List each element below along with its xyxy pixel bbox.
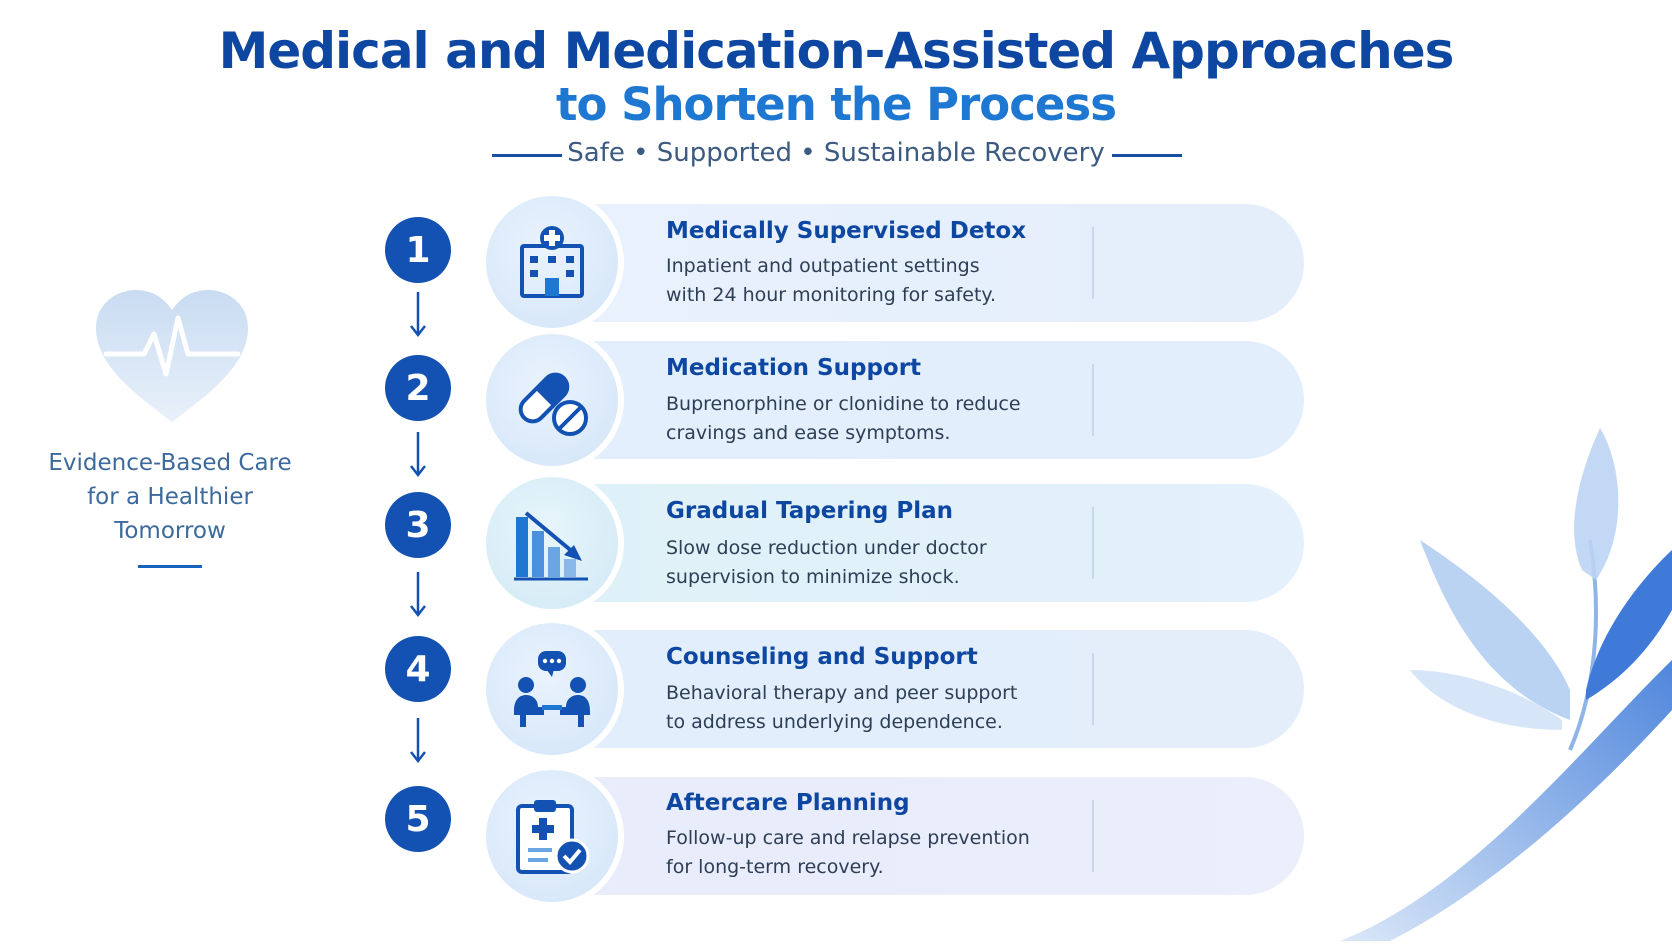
step-title-3: Gradual Tapering Plan	[666, 498, 954, 524]
step-desc-line: Slow dose reduction under doctor	[666, 537, 987, 559]
step-number-1: 1	[385, 217, 451, 283]
pill-capsule-icon	[518, 372, 588, 436]
step-desc-line: Follow-up care and relapse prevention	[666, 827, 1030, 849]
page-subtitle: Safe • Supported • Sustainable Recovery	[567, 138, 1105, 168]
step-icon-circle-2	[486, 334, 618, 466]
subtitle-divider-left	[492, 154, 562, 157]
step-desc-5: Follow-up care and relapse prevention fo…	[666, 824, 1030, 882]
counseling-people-icon	[514, 651, 590, 727]
card-divider	[1092, 800, 1094, 872]
step-card-5	[590, 777, 1304, 895]
step-desc-1: Inpatient and outpatient settings with 2…	[666, 252, 996, 310]
step-number-4: 4	[385, 636, 451, 702]
step-icon-circle-1	[486, 196, 618, 328]
step-card-3	[590, 484, 1304, 602]
clipboard-check-icon	[516, 800, 590, 874]
step-desc-line: supervision to minimize shock.	[666, 566, 960, 588]
step-title-5: Aftercare Planning	[666, 790, 910, 816]
step-desc-2: Buprenorphine or clonidine to reduce cra…	[666, 390, 1021, 448]
step-card-1	[590, 204, 1304, 322]
tagline-divider	[138, 565, 202, 568]
step-title-1: Medically Supervised Detox	[666, 218, 1027, 244]
leaf-decoration-icon	[1300, 420, 1672, 941]
arrow-down-icon	[410, 432, 426, 478]
card-divider	[1092, 364, 1094, 436]
hospital-icon	[520, 226, 584, 298]
tagline-line: Tomorrow	[114, 518, 226, 544]
page-title-line-2: to Shorten the Process	[556, 78, 1117, 131]
arrow-down-icon	[410, 718, 426, 764]
step-title-4: Counseling and Support	[666, 644, 978, 670]
tagline: Evidence-Based Care for a Healthier Tomo…	[20, 446, 320, 548]
card-divider	[1092, 227, 1094, 299]
card-divider	[1092, 653, 1094, 725]
step-desc-line: with 24 hour monitoring for safety.	[666, 284, 996, 306]
step-number-3: 3	[385, 492, 451, 558]
step-card-4	[590, 630, 1304, 748]
step-desc-4: Behavioral therapy and peer support to a…	[666, 679, 1017, 737]
step-icon-circle-5	[486, 770, 618, 902]
step-desc-line: Buprenorphine or clonidine to reduce	[666, 393, 1021, 415]
card-divider	[1092, 507, 1094, 579]
tagline-line: Evidence-Based Care	[48, 450, 292, 476]
subtitle-divider-right	[1112, 154, 1182, 157]
heart-pulse-icon	[92, 288, 252, 428]
step-desc-line: to address underlying dependence.	[666, 711, 1003, 733]
step-desc-line: cravings and ease symptoms.	[666, 422, 951, 444]
declining-bar-chart-icon	[514, 511, 588, 581]
step-number-2: 2	[385, 355, 451, 421]
page-title: Medical and Medication-Assisted Approach…	[218, 22, 1455, 80]
tagline-line: for a Healthier	[87, 484, 253, 510]
arrow-down-icon	[410, 572, 426, 618]
step-icon-circle-3	[486, 477, 618, 609]
step-desc-line: Inpatient and outpatient settings	[666, 255, 980, 277]
step-title-2: Medication Support	[666, 355, 922, 381]
step-icon-circle-4	[486, 623, 618, 755]
arrow-down-icon	[410, 292, 426, 338]
step-card-2	[590, 341, 1304, 459]
step-desc-line: Behavioral therapy and peer support	[666, 682, 1018, 704]
step-number-5: 5	[385, 786, 451, 852]
step-desc-3: Slow dose reduction under doctor supervi…	[666, 534, 987, 592]
step-desc-line: for long-term recovery.	[666, 856, 884, 878]
